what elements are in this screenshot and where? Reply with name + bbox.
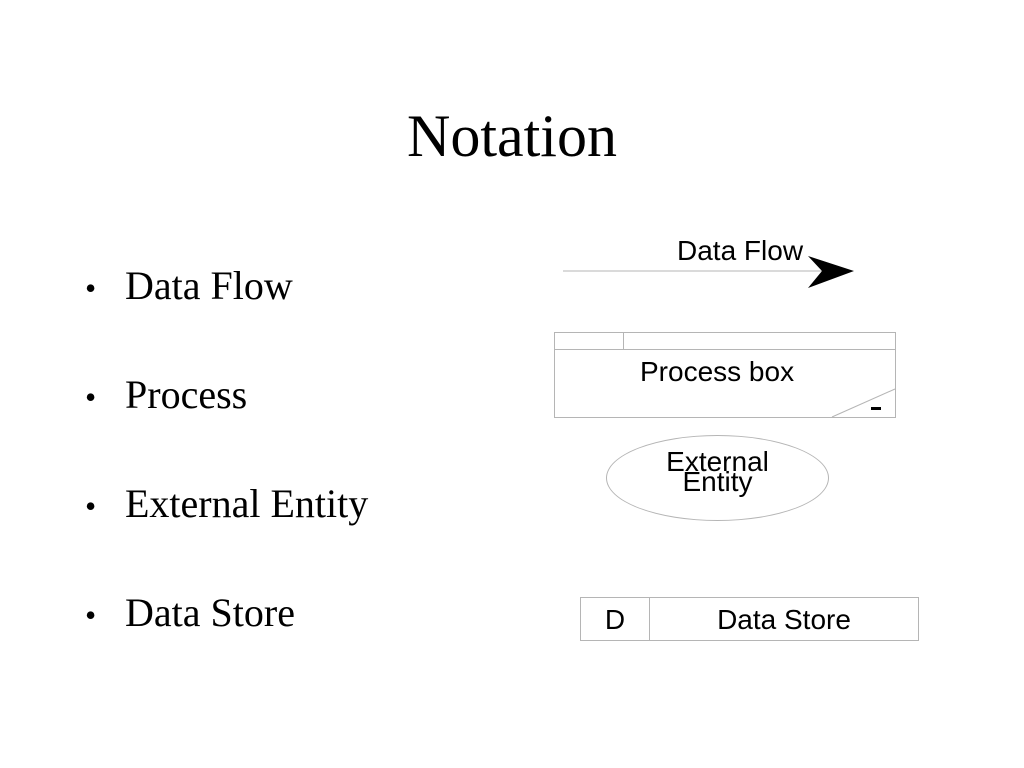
data-store-id: D bbox=[581, 598, 650, 640]
bullet-marker: • bbox=[85, 597, 97, 633]
bullet-text: Process bbox=[125, 372, 248, 417]
bullet-list: • Data Flow • Process • External Entity … bbox=[85, 258, 368, 694]
external-entity-line1: External bbox=[666, 446, 769, 477]
bullet-marker: • bbox=[85, 270, 97, 306]
bullet-process: • Process bbox=[85, 367, 368, 476]
bullet-marker: • bbox=[85, 488, 97, 524]
process-id-cell bbox=[555, 333, 624, 350]
bullet-data-store: • Data Store bbox=[85, 585, 368, 694]
data-store-label: Data Store bbox=[717, 604, 851, 635]
data-store-shape: D Data Store bbox=[580, 597, 919, 641]
bullet-text: Data Flow bbox=[125, 263, 293, 308]
external-entity-label: External Entity bbox=[607, 446, 828, 497]
bullet-text: External Entity bbox=[125, 481, 369, 526]
data-flow-arrowhead bbox=[808, 256, 854, 288]
process-label: Process box bbox=[640, 356, 795, 387]
bullet-text: Data Store bbox=[125, 590, 295, 635]
data-flow-label: Data Flow bbox=[677, 235, 804, 266]
external-entity-line2: Entity bbox=[682, 466, 753, 497]
bullet-marker: • bbox=[85, 379, 97, 415]
process-box bbox=[554, 332, 896, 418]
bullet-external-entity: • External Entity bbox=[85, 476, 368, 585]
slide-title: Notation bbox=[407, 103, 617, 169]
external-entity-shape: External Entity bbox=[606, 435, 829, 521]
process-header bbox=[555, 333, 895, 350]
bullet-data-flow: • Data Flow bbox=[85, 258, 368, 367]
